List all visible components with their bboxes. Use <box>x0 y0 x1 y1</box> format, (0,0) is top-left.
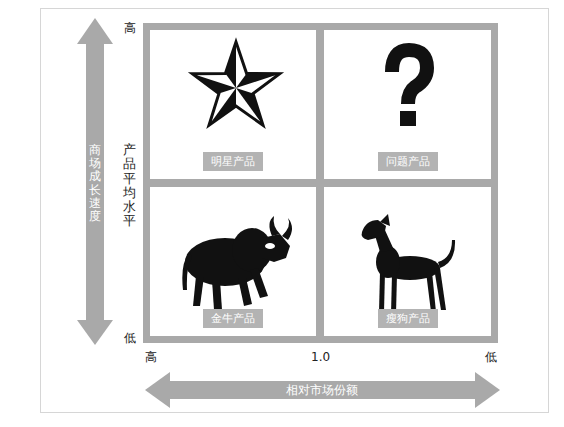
quadrant-box: 金牛产品 <box>150 187 316 336</box>
question-icon <box>392 50 427 126</box>
axis-tick: 低 <box>485 350 497 364</box>
axis-title: 产品平均水平 <box>123 143 136 229</box>
quadrant-box: 瘦狗产品 <box>324 187 491 336</box>
axis-tick: 高 <box>145 350 157 364</box>
axis-tick: 低 <box>124 331 136 345</box>
vertical-arrow <box>77 18 113 345</box>
quadrant-ground <box>324 187 491 336</box>
axis-tick: 高 <box>124 21 136 35</box>
quadrant-ground <box>150 30 316 179</box>
bull-icon <box>182 216 292 310</box>
axis-title: 商场成长速度 <box>89 144 101 223</box>
quadrant-ground <box>324 30 491 179</box>
star-icon <box>192 42 279 125</box>
quadrant-ground <box>150 187 316 336</box>
quadrant-label: 问题产品 <box>378 152 438 171</box>
horizontal-arrow <box>145 372 500 408</box>
dog-icon <box>362 214 455 314</box>
axis-tick: 1.0 <box>311 350 330 364</box>
matrix-grid <box>143 23 498 343</box>
quadrant-label: 金牛产品 <box>203 309 263 328</box>
quadrant-label: 瘦狗产品 <box>378 309 438 328</box>
quadrant-label: 明星产品 <box>203 152 263 171</box>
axis-title: 相对市场份额 <box>286 383 358 397</box>
quadrant-box: 问题产品 <box>324 30 491 179</box>
frame <box>41 9 549 413</box>
quadrant-box: 明星产品 <box>150 30 316 179</box>
